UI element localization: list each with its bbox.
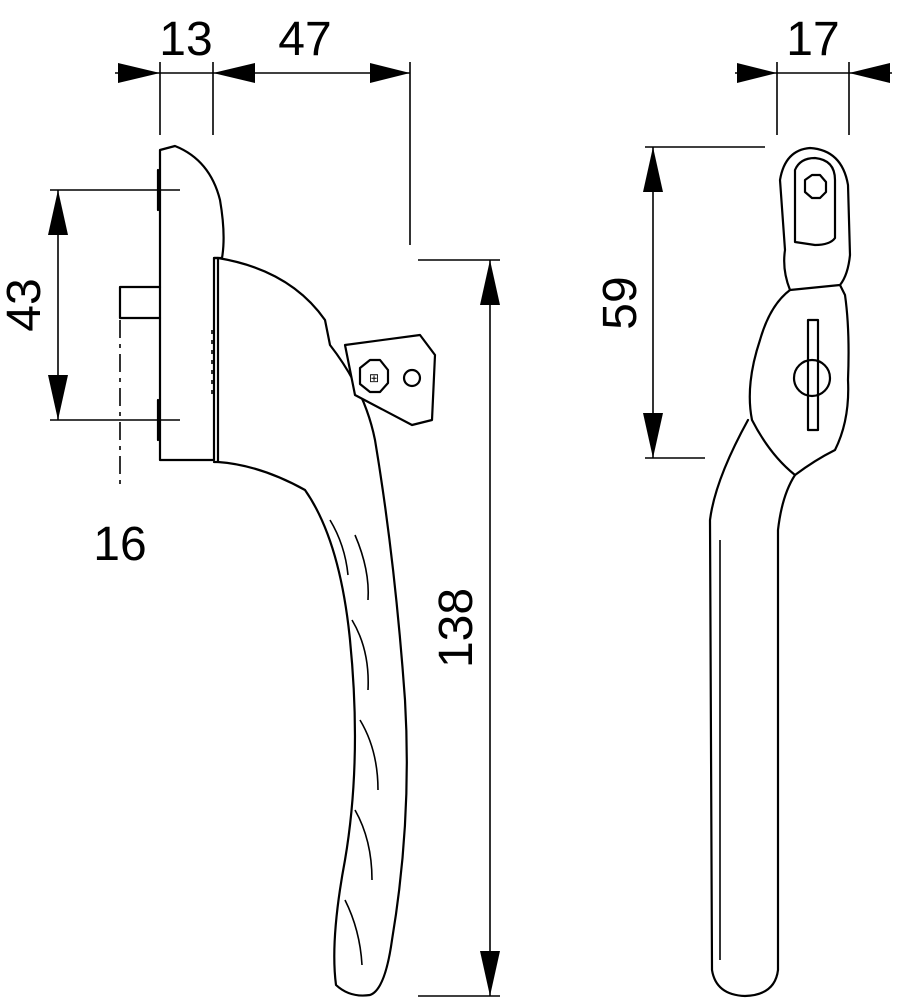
dim-label-16: 16 bbox=[93, 518, 146, 571]
dim-label-59: 59 bbox=[594, 276, 647, 329]
grip-rib-1 bbox=[329, 519, 349, 576]
base-plate bbox=[158, 144, 225, 462]
arrow-138-top bbox=[480, 260, 500, 305]
dim-label-43: 43 bbox=[0, 278, 51, 331]
left-dimensions bbox=[48, 62, 500, 997]
spindle bbox=[118, 285, 162, 320]
collar bbox=[212, 256, 220, 464]
dim-label-17: 17 bbox=[786, 13, 839, 66]
arrow-43-bottom bbox=[48, 375, 68, 420]
lock-boss bbox=[748, 283, 850, 477]
top-hex-icon bbox=[803, 173, 828, 200]
escutcheon-top bbox=[778, 146, 852, 292]
arrow-17-left bbox=[737, 63, 777, 83]
grip-rib-2 bbox=[354, 534, 370, 601]
key-glyph-icon: ⊞ bbox=[369, 371, 379, 385]
key-slot bbox=[806, 318, 820, 432]
arrow-43-top bbox=[48, 190, 68, 235]
dim-label-47: 47 bbox=[278, 13, 331, 66]
arrow-59-top bbox=[643, 147, 663, 192]
arrow-138-bottom bbox=[480, 951, 500, 996]
arrow-13-left bbox=[118, 63, 160, 83]
key-hex-icon bbox=[358, 358, 390, 394]
grip-rib-3 bbox=[351, 619, 369, 691]
arrow-13-right bbox=[213, 63, 255, 83]
grip-rib-4 bbox=[359, 719, 379, 791]
front-view bbox=[708, 146, 852, 998]
grip-rib-5 bbox=[354, 809, 373, 881]
escutcheon-inner bbox=[793, 156, 837, 247]
side-view: ⊞ bbox=[118, 144, 437, 997]
handle-body bbox=[216, 256, 408, 997]
arrow-47-right bbox=[370, 63, 410, 83]
lock-cylinder bbox=[792, 358, 832, 398]
right-dimensions bbox=[643, 62, 892, 459]
arrow-17-right bbox=[849, 63, 890, 83]
dim-label-138: 138 bbox=[430, 588, 483, 668]
handle-shaft bbox=[708, 418, 797, 998]
dim-label-13: 13 bbox=[159, 13, 212, 66]
grip-rib-6 bbox=[344, 899, 363, 966]
key-head bbox=[343, 333, 437, 427]
arrow-59-bottom bbox=[643, 413, 663, 458]
key-hole bbox=[402, 368, 422, 388]
